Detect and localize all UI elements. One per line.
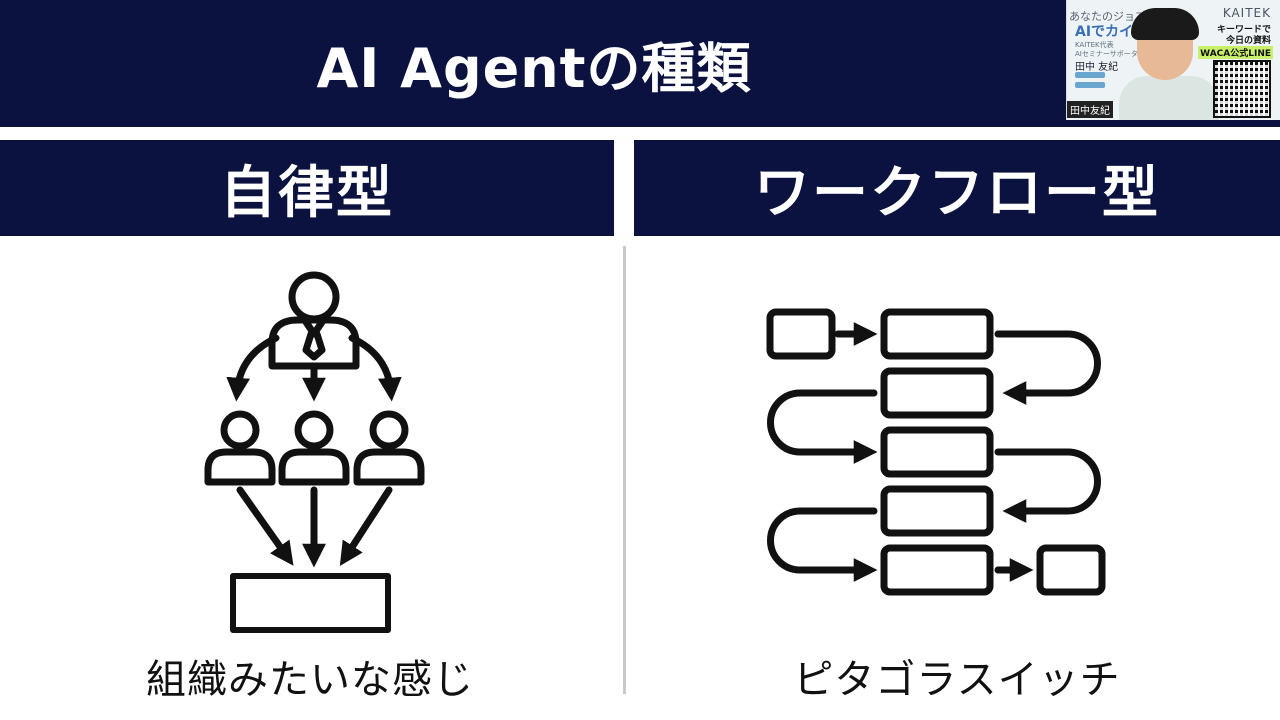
qr-code-icon[interactable] [1213, 60, 1271, 118]
arrow-member-right-to-output [339, 486, 393, 566]
workflow-caption: ピタゴラスイッチ [793, 657, 1121, 703]
output-box [230, 573, 391, 633]
webcam-brand: KAITEK [1222, 6, 1271, 20]
workflow-step-4 [880, 485, 994, 537]
arrow-manager-to-member-left [226, 334, 280, 402]
workflow-step-3 [880, 426, 994, 478]
autonomous-heading: 自律型 [0, 140, 614, 236]
loop-step3-to-step4 [994, 448, 1101, 523]
webcam-small-text-2: AIセミナーサポーター [1075, 50, 1145, 58]
workflow-diagram [766, 308, 1106, 596]
arrow-manager-to-member-right [348, 334, 402, 402]
loop-step2-to-step3 [767, 389, 878, 464]
organization-diagram [204, 271, 425, 633]
workflow-step-2 [880, 367, 994, 419]
presenter-body [1119, 76, 1219, 120]
workflow-step-5 [880, 544, 994, 596]
webcam-chip [1075, 72, 1105, 78]
presenter-webcam: あなたのジョブ AIでカイテ KAITEK代表 AIセミナーサポーター 田中 友… [1066, 0, 1280, 120]
webcam-presenter-name: 田中 友紀 [1075, 62, 1119, 73]
webcam-small-text-1: KAITEK代表 [1075, 41, 1114, 49]
workflow-start-box [766, 308, 836, 360]
webcam-ai-text: AIでカイテ [1075, 24, 1147, 40]
member-icon-right [353, 410, 425, 486]
webcam-banner-text: あなたのジョブ [1069, 10, 1146, 23]
member-icon-center [278, 410, 350, 486]
loop-step4-to-step5 [767, 507, 878, 582]
column-divider [623, 246, 626, 694]
loop-step1-to-step2 [994, 330, 1101, 405]
webcam-keyword-line1: キーワードで [1216, 25, 1271, 35]
workflow-step-1 [880, 308, 994, 360]
webcam-keyword-line2: 今日の資料 [1225, 36, 1271, 46]
member-icon-left [204, 410, 276, 486]
slide-title: AI Agentの種類 [316, 37, 752, 100]
manager-icon [268, 271, 360, 370]
presenter-hair [1131, 8, 1199, 40]
webcam-name-tag: 田中友紀 [1067, 101, 1113, 118]
autonomous-caption: 組織みたいな感じ [146, 657, 474, 703]
webcam-chip [1075, 82, 1105, 88]
arrow-member-left-to-output [236, 486, 294, 566]
workflow-heading: ワークフロー型 [634, 140, 1280, 236]
webcam-line-label: WACA公式LINE [1198, 46, 1273, 59]
workflow-end-box [1036, 544, 1106, 596]
